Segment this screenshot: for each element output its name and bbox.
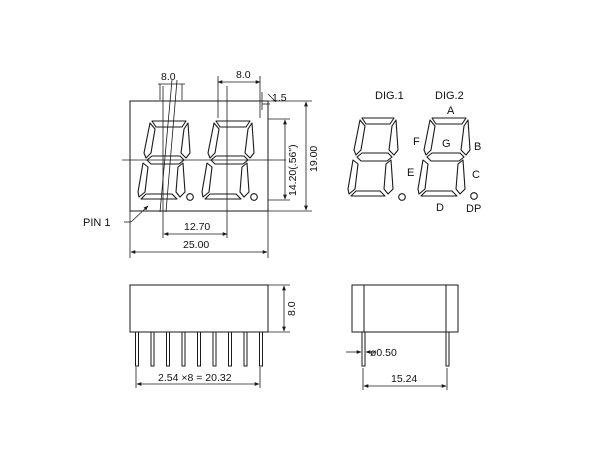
seg-label-a: A (447, 105, 455, 117)
front-digit-2 (201, 120, 258, 201)
d1-seg-f (353, 119, 366, 156)
dim-margin: 1.5 (261, 92, 287, 116)
dim-bottom-height-label: 8.0 (286, 301, 298, 316)
dim-digit-width: 8.0 (217, 69, 261, 118)
d2-seg-b (460, 119, 471, 156)
dim-pin-spacing: 2.54 ×8 = 20.32 (135, 367, 261, 388)
front-d1-seg-a (151, 120, 187, 128)
seg-label-e: E (407, 167, 414, 179)
dim-pitch: 12.70 (163, 221, 228, 236)
dim-pin-spacing-label: 2.54 ×8 = 20.32 (158, 372, 232, 384)
seg-digit-2 (417, 117, 478, 200)
pin1-callout: PIN 1 (83, 205, 149, 229)
front-digit-1 (137, 120, 194, 201)
dim-overall-width-label: 25.00 (183, 239, 209, 251)
front-d2-seg-f (207, 122, 220, 159)
d1-seg-e (347, 159, 359, 195)
dig2-label: DIG.2 (435, 90, 464, 102)
side-view: ø0.50 15.24 (346, 284, 459, 390)
front-d1-seg-b (180, 122, 191, 159)
d1-dp (398, 193, 406, 201)
seg-label-b: B (474, 141, 481, 153)
bottom-pin (212, 331, 217, 367)
side-pin-left (361, 331, 366, 367)
front-slant-line-2 (165, 79, 178, 213)
bottom-body-outline (129, 284, 269, 333)
front-d1-seg-d (140, 193, 178, 200)
d1-seg-a (361, 117, 395, 125)
d1-seg-b (388, 119, 399, 156)
bottom-pin (243, 331, 248, 367)
bottom-pin (197, 331, 201, 367)
front-d1-seg-f (143, 122, 156, 159)
d2-dp (470, 192, 478, 200)
front-slant-line-1 (159, 79, 173, 213)
seg-label-d: D (436, 202, 444, 214)
front-d2-seg-a (215, 120, 251, 128)
d2-seg-g (426, 152, 465, 162)
side-pin-right (445, 331, 450, 367)
pin1-label: PIN 1 (83, 217, 111, 229)
dim-digit-height: 14.20(.56") (268, 118, 299, 201)
front-d1-seg-c (175, 162, 186, 198)
bottom-pins (135, 331, 263, 367)
seg-label-c: C (472, 169, 480, 181)
bottom-pin (259, 331, 263, 367)
d1-seg-d (350, 190, 386, 197)
dim-overall-height: 19.00 (268, 100, 320, 212)
dim-bottom-height: 8.0 (268, 284, 298, 333)
bottom-pin (150, 331, 155, 367)
dim-segment-width: 8.0 (158, 71, 185, 100)
front-d1-seg-e (137, 162, 149, 198)
dim-pin-diameter-label: ø0.50 (370, 347, 397, 359)
front-d2-seg-c (239, 162, 250, 198)
dim-pitch-label: 12.70 (184, 221, 210, 233)
bottom-pin (228, 331, 232, 367)
d2-seg-c (455, 159, 466, 195)
d1-seg-c (383, 159, 394, 195)
seg-label-g: G (442, 138, 451, 150)
d2-seg-d (420, 190, 458, 197)
side-body-outline (351, 284, 459, 333)
seg-label-dp: DP (466, 203, 481, 215)
display-body-outline (129, 100, 269, 212)
dim-digit-height-label: 14.20(.56") (287, 144, 299, 196)
dim-overall-width: 25.00 (129, 211, 269, 258)
d1-seg-g (356, 152, 393, 162)
dim-pin-diameter: ø0.50 (346, 347, 397, 359)
dim-margin-label: 1.5 (272, 92, 287, 104)
segment-diagram: DIG.1 DIG.2 A F G B E (347, 90, 481, 215)
front-d1-dp (186, 193, 194, 201)
dim-segment-width-label: 8.0 (161, 71, 176, 83)
seg-digit-1 (347, 117, 406, 201)
d2-seg-a (431, 117, 467, 125)
bottom-pin (135, 331, 139, 367)
front-d2-seg-e (201, 162, 213, 198)
bottom-pin (181, 331, 186, 367)
bottom-view: 8.0 2.54 ×8 = 20.32 (129, 284, 298, 388)
front-view: 8.0 8.0 1.5 14.20(.56") (83, 69, 320, 258)
seg-label-f: F (413, 136, 420, 148)
front-d2-dp (250, 193, 258, 201)
d2-seg-f (423, 119, 436, 156)
front-d2-seg-d (204, 193, 242, 200)
dim-row-spacing-label: 15.24 (391, 373, 417, 385)
dim-row-spacing: 15.24 (362, 368, 448, 390)
dig1-label: DIG.1 (375, 90, 404, 102)
dim-overall-height-label: 19.00 (308, 146, 320, 172)
front-d2-seg-b (244, 122, 255, 159)
dim-digit-width-label: 8.0 (236, 69, 251, 81)
d2-seg-e (417, 159, 429, 195)
bottom-pin (166, 331, 170, 367)
